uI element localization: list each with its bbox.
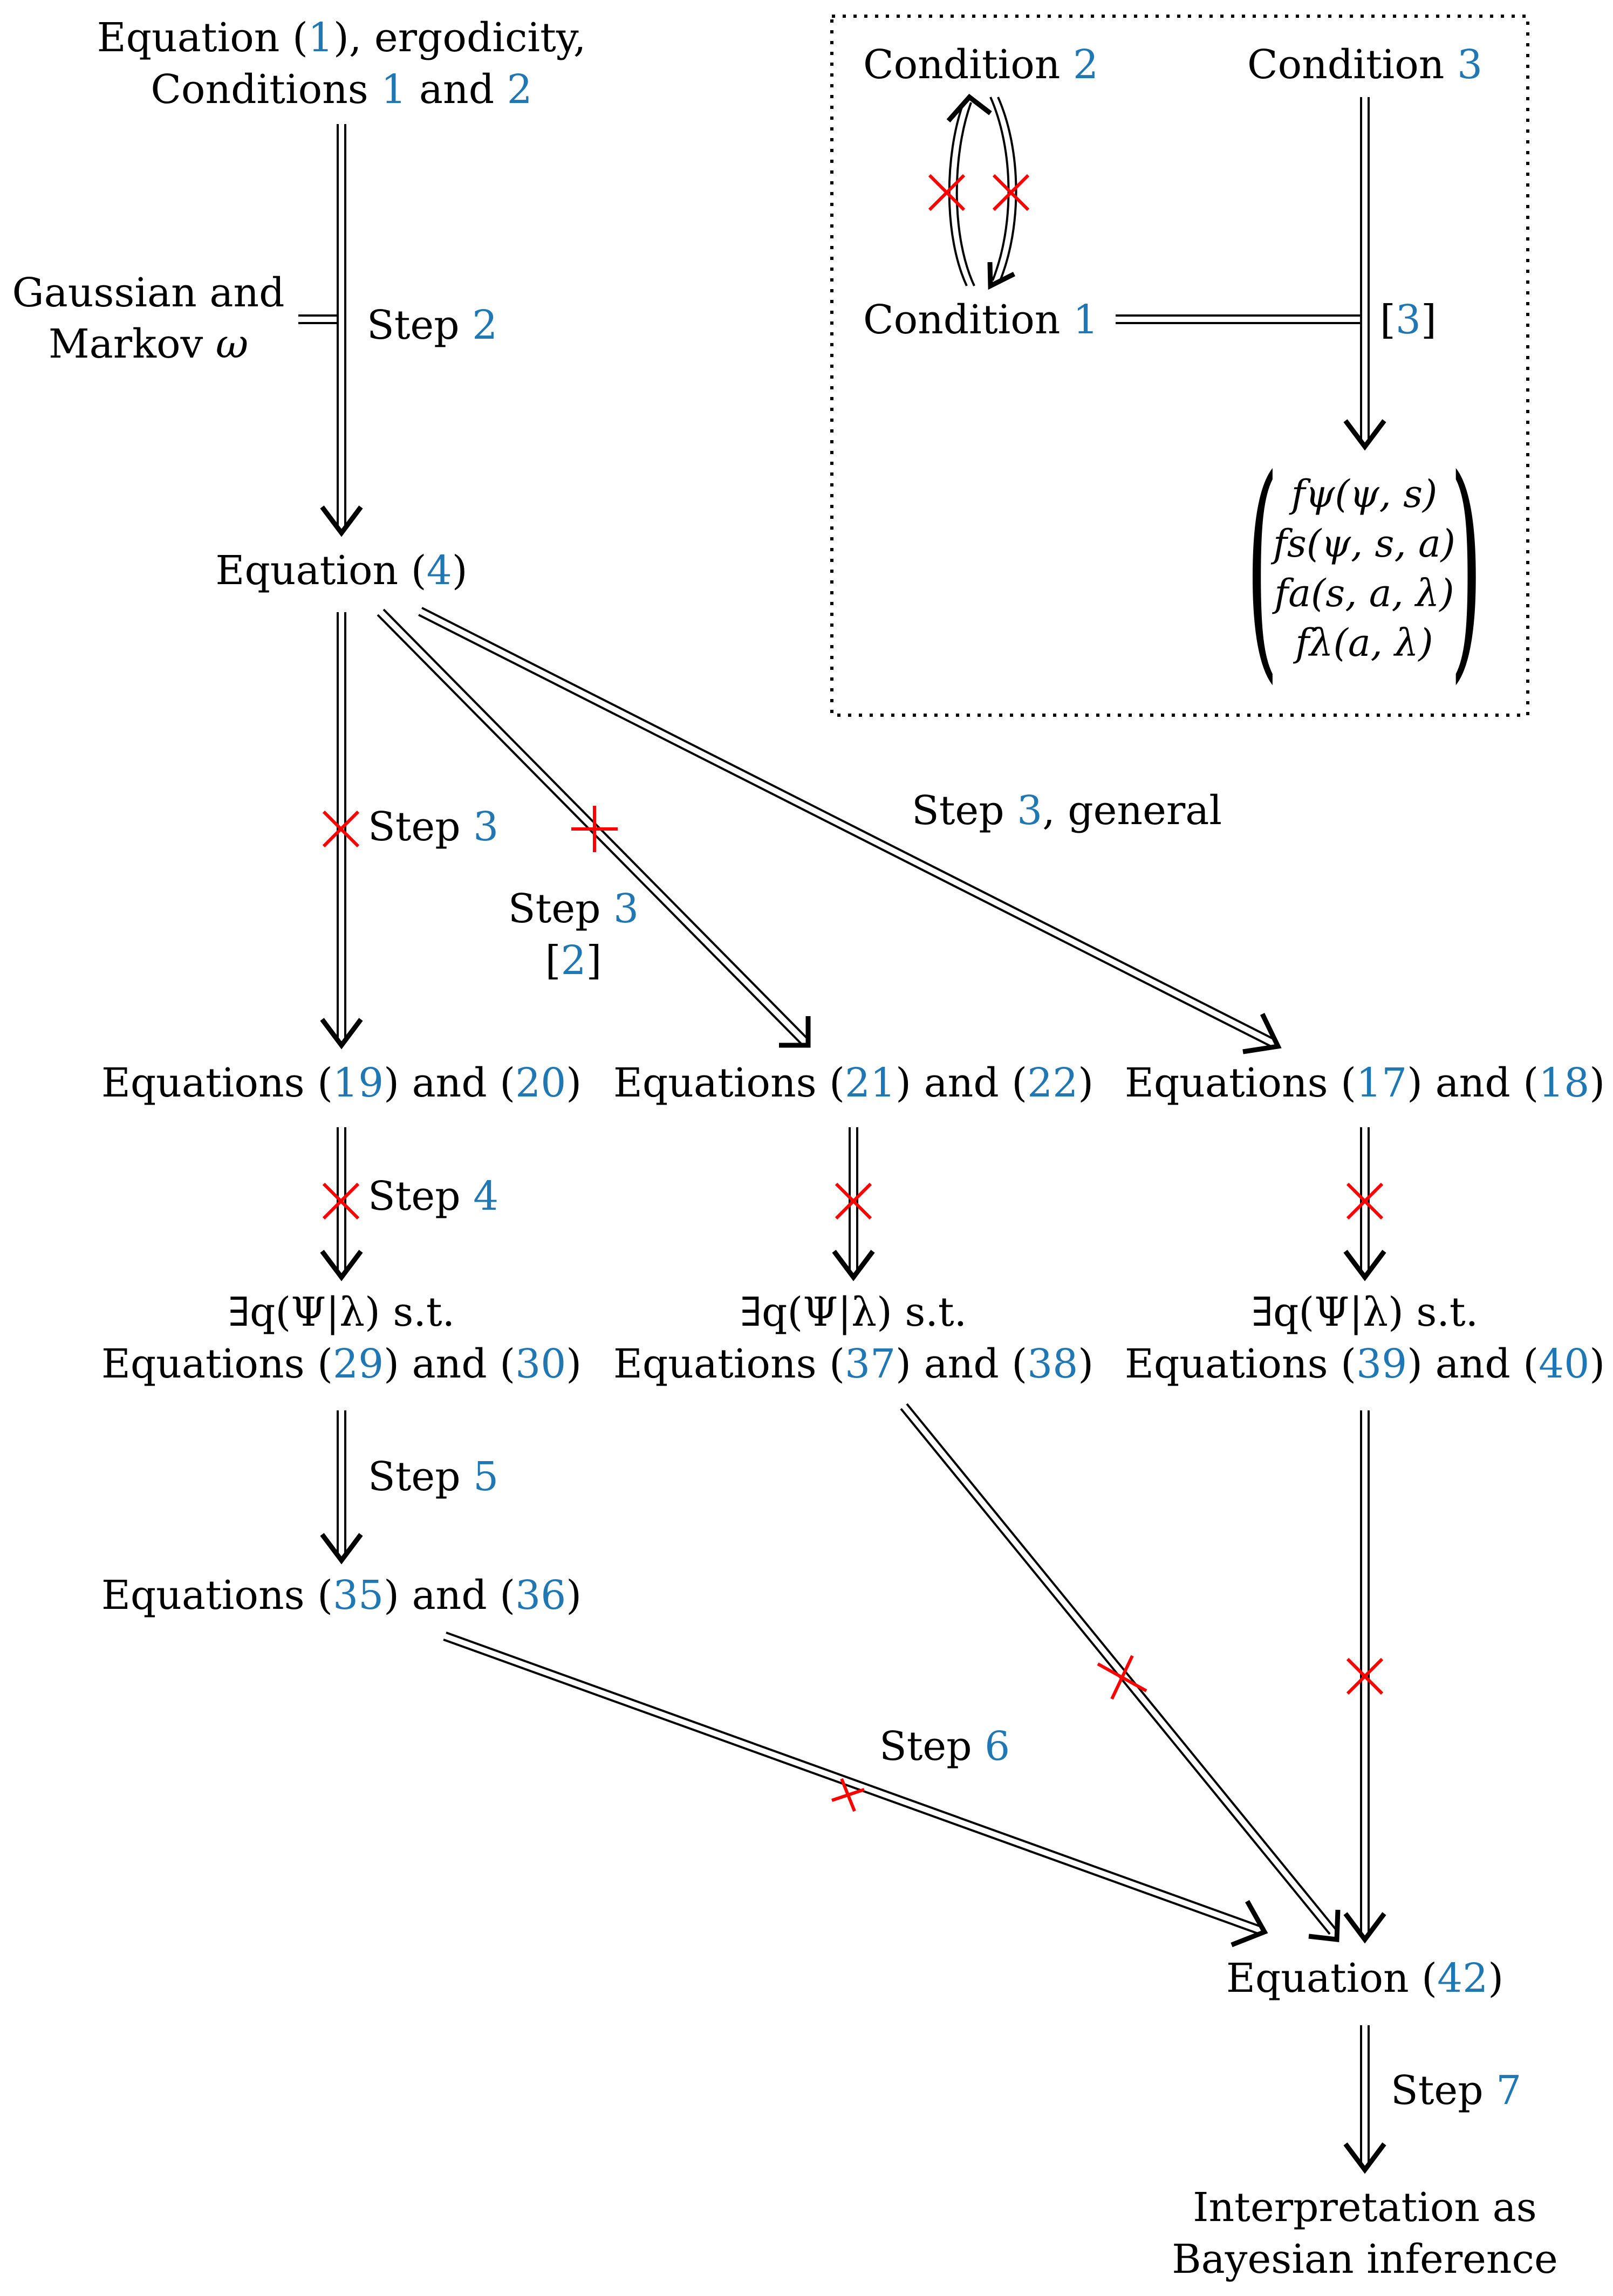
step-ref-link[interactable]: 3 [473, 804, 499, 850]
condition-ref-link[interactable]: 3 [1457, 42, 1483, 88]
eq-ref-link[interactable]: 38 [1027, 1341, 1078, 1387]
eq-ref-link[interactable]: 39 [1356, 1341, 1407, 1387]
step-ref-link[interactable]: 7 [1496, 2067, 1522, 2114]
eq-ref-link[interactable]: 35 [333, 1572, 384, 1619]
node-final-line2: Bayesian inference [1172, 2236, 1558, 2283]
arrow-eq42-to-final [1343, 2025, 1386, 2174]
step-ref-link[interactable]: 5 [473, 1454, 499, 1500]
eq-ref-link[interactable]: 18 [1539, 1060, 1590, 1106]
function-row: fs(ψ, s, a) [1273, 522, 1455, 566]
edge-label-step3-mid-cite: [2] [545, 937, 602, 984]
cross-mark-step4 [322, 1182, 360, 1220]
cross-mark-step6 [831, 1778, 865, 1812]
eq-ref-link[interactable]: 29 [333, 1341, 384, 1387]
cross-mark-step3-left [322, 810, 360, 848]
step-ref-link[interactable]: 4 [473, 1173, 499, 1219]
eq-ref-link[interactable]: 40 [1539, 1341, 1590, 1387]
eq-ref-link[interactable]: 42 [1437, 1955, 1488, 2002]
cross-marks [322, 174, 1384, 1812]
edge-label-step3-left: Step 3 [368, 804, 499, 850]
arrow-exists-mid-to-eq42 [900, 1403, 1341, 1943]
arrow-condition1-to-condition2 [946, 93, 992, 286]
node-start-line2: Conditions 1 and 2 [151, 66, 532, 113]
function-row: fψ(ψ, s) [1291, 472, 1438, 516]
edge-label-step7: Step 7 [1391, 2067, 1522, 2114]
arrow-eq35-36-to-eq42 [443, 1632, 1268, 1948]
step-ref-link[interactable]: 3 [613, 886, 639, 932]
eq-ref-link[interactable]: 21 [845, 1060, 896, 1106]
eq-ref-link[interactable]: 17 [1356, 1060, 1407, 1106]
eq-ref-link[interactable]: 37 [845, 1341, 896, 1387]
node-eq17-18: Equations (17) and (18) [1124, 1060, 1605, 1106]
eq-ref-link[interactable]: 30 [515, 1341, 566, 1387]
edge-label-step5: Step 5 [368, 1454, 499, 1500]
inset-citation: [3] [1380, 297, 1437, 343]
cross-mark-inset-left [928, 174, 966, 211]
function-vector-rows: fψ(ψ, s) fs(ψ, s, a) fa(s, a, λ) fλ(a, λ… [1270, 469, 1459, 668]
side-assumption-line2: Markov ω [48, 321, 249, 367]
node-start-line1: Equation (1), ergodicity, [97, 15, 586, 61]
eq-ref-link[interactable]: 1 [307, 15, 333, 61]
inset-condition3: Condition 3 [1247, 42, 1483, 88]
arrow-exists-left-to-eq35-36 [320, 1410, 363, 1565]
edge-label-step6: Step 6 [879, 1723, 1010, 1770]
node-exists-left-line1: ∃q(Ψ|λ) s.t. [228, 1289, 455, 1335]
node-exists-mid-line2: Equations (37) and (38) [613, 1341, 1094, 1387]
node-exists-right-line1: ∃q(Ψ|λ) s.t. [1251, 1289, 1479, 1335]
eq-ref-link[interactable]: 20 [515, 1060, 566, 1106]
step-ref-link[interactable]: 2 [472, 302, 498, 348]
node-eq42: Equation (42) [1226, 1955, 1504, 2002]
cross-mark-mid-to-eq42 [1097, 1655, 1147, 1700]
arrow-start-to-eq4 [320, 124, 363, 537]
node-exists-right-line2: Equations (39) and (40) [1124, 1341, 1605, 1387]
cross-mark-right-to-eq42 [1346, 1657, 1384, 1695]
node-eq19-20: Equations (19) and (20) [101, 1060, 582, 1106]
cross-mark-mid-col [835, 1182, 872, 1220]
eq-ref-link[interactable]: 4 [426, 547, 452, 594]
step-ref-link[interactable]: 6 [985, 1723, 1010, 1770]
cross-mark-inset-right [992, 174, 1030, 211]
node-final-line1: Interpretation as [1193, 2184, 1537, 2231]
arrow-condition1-join [1116, 314, 1361, 324]
function-row: fλ(a, λ) [1295, 621, 1433, 665]
eq-ref-link[interactable]: 36 [515, 1572, 566, 1619]
right-paren: ) [1450, 428, 1483, 704]
eq-ref-link[interactable]: 22 [1027, 1060, 1078, 1106]
node-exists-mid-line1: ∃q(Ψ|λ) s.t. [740, 1289, 967, 1335]
function-vector: ( ) fψ(ψ, s) fs(ψ, s, a) fa(s, a, λ) fλ(… [1238, 428, 1491, 704]
side-assumption-line1: Gaussian and [12, 270, 285, 316]
arrow-eq4-to-eq17-18 [418, 607, 1282, 1054]
citation-link[interactable]: 2 [561, 937, 586, 984]
edge-label-step2: Step 2 [367, 302, 498, 348]
arrow-condition3-to-functions [1343, 97, 1386, 451]
cross-mark-step3-mid [571, 806, 618, 852]
inset-box [830, 15, 1529, 717]
condition-ref-link[interactable]: 1 [381, 66, 407, 113]
node-exists-left-line2: Equations (29) and (30) [101, 1341, 582, 1387]
condition-ref-link[interactable]: 2 [507, 66, 532, 113]
condition-ref-link[interactable]: 2 [1072, 42, 1099, 88]
edge-label-step3-mid: Step 3 [508, 886, 639, 932]
node-eq4: Equation (4) [215, 547, 468, 594]
inset-condition1: Condition 1 [863, 297, 1099, 343]
citation-link[interactable]: 3 [1395, 297, 1421, 343]
cross-mark-right-col [1346, 1182, 1384, 1220]
edge-label-step3-general: Step 3, general [912, 787, 1222, 834]
node-eq35-36: Equations (35) and (36) [101, 1572, 582, 1619]
function-row: fa(s, a, λ) [1274, 571, 1454, 615]
condition-ref-link[interactable]: 1 [1072, 297, 1099, 343]
inset-condition2: Condition 2 [863, 42, 1099, 88]
step-ref-link[interactable]: 3 [1017, 787, 1043, 834]
left-paren: ( [1246, 428, 1279, 704]
edge-label-step4: Step 4 [368, 1173, 499, 1219]
eq-ref-link[interactable]: 19 [333, 1060, 384, 1106]
arrow-gaussian-markov-join [298, 314, 338, 324]
node-eq21-22: Equations (21) and (22) [613, 1060, 1094, 1106]
